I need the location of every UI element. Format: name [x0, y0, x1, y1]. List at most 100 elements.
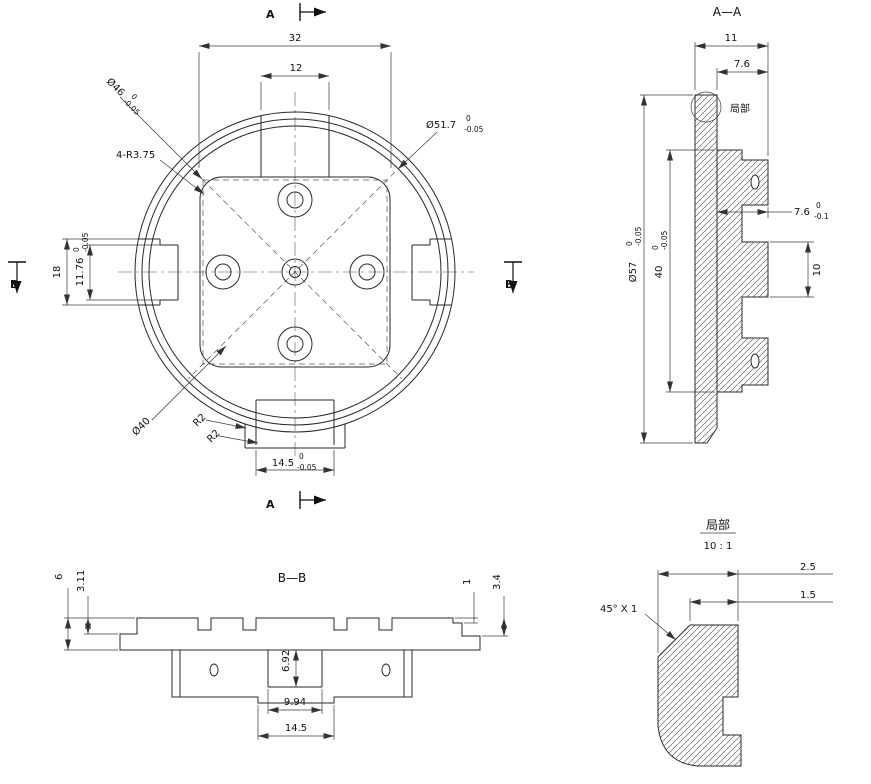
section-marker-b-right: B	[504, 261, 522, 293]
dim-18-text: 18	[52, 266, 63, 279]
dim-12-label: 12	[290, 63, 303, 74]
dim-1176-tol-upper: 0	[72, 247, 81, 252]
leader-line	[159, 159, 205, 195]
dim-76-right-label: 7.6 0 -0.1	[794, 201, 829, 221]
inner-ring-circle	[148, 125, 442, 419]
bolt-hole-outer	[349, 254, 385, 290]
dim-18-label: 18	[52, 266, 63, 279]
dia-46-label: Ø46 0 -0.05	[104, 76, 142, 117]
diagonal-line-2	[187, 164, 403, 380]
section-aa-view: A—A 局部 11 7.6 Ø57 0 -0.05 40 0	[625, 5, 829, 444]
section-bb-view: B—B 6 3.11 1	[54, 570, 508, 740]
dia-57-tol-lower: -0.05	[634, 226, 643, 246]
detail-scale: 10 : 1	[704, 541, 733, 552]
r2-b-text: R2	[205, 428, 222, 445]
dia-46-tol-upper: 0	[129, 92, 139, 102]
dim-145-tol-upper: 0	[299, 452, 304, 461]
dim-311-label: 3.11	[76, 570, 87, 592]
leader-line	[397, 131, 438, 170]
section-aa-profile	[694, 94, 769, 444]
center-hole-outer	[281, 258, 309, 286]
dim-1176-nominal: 11.76	[75, 258, 86, 287]
dim-40-nominal: 40	[654, 266, 665, 279]
bolt-hole-inner	[286, 335, 304, 353]
section-hole	[381, 663, 391, 677]
dia-57-label: Ø57 0 -0.05	[625, 226, 643, 282]
dim-1-text: 1	[462, 579, 473, 585]
dim-145-tol-lower: -0.05	[297, 463, 317, 472]
leader-line	[218, 435, 259, 445]
dim-32-label: 32	[289, 33, 302, 44]
section-hole	[750, 353, 760, 369]
detail-callout-label: 局部	[730, 102, 750, 115]
dia-51-7-label: Ø51.7 0 -0.05	[426, 114, 484, 134]
dim-10-text: 10	[812, 264, 823, 277]
dia-51-7-tol-upper: 0	[466, 114, 471, 123]
leader-line	[119, 96, 203, 180]
section-bb-title: B—B	[278, 571, 306, 585]
dim-1176-tol-lower: -0.05	[81, 232, 90, 252]
leader-line	[151, 345, 227, 421]
dim-311-text: 3.11	[76, 570, 87, 592]
bolt-hole-outer	[277, 326, 313, 362]
bolt-hole-outer	[277, 182, 313, 218]
section-marker-b-left: B	[8, 261, 26, 293]
dim-40-label: 40 0 -0.05	[651, 230, 669, 278]
section-bb-profile	[119, 617, 481, 704]
dia-40-label: Ø40	[130, 415, 153, 438]
section-hole	[209, 663, 219, 677]
dia-51-7-nominal: Ø51.7	[426, 119, 456, 131]
section-hole	[750, 174, 760, 190]
dim-40-tol-upper: 0	[651, 245, 660, 250]
dia-40-text: Ø40	[130, 415, 153, 438]
marker-a-bottom-text: A	[266, 498, 275, 511]
detail-view: 局部 10 : 1 2.5 1.5 45° X 1	[600, 517, 833, 767]
dim-994-label: 9.94	[284, 697, 306, 708]
dim-40-tol-lower: -0.05	[660, 230, 669, 250]
dim-34-label: 3.4	[492, 574, 503, 590]
dim-76-right-nominal: 7.6	[794, 207, 810, 218]
dim-692-text: 6.92	[281, 650, 292, 672]
dia-46-tol-lower: -0.05	[122, 97, 142, 117]
detail-title: 局部	[706, 517, 730, 532]
section-aa-title: A—A	[713, 5, 742, 19]
bolt-hole-inner	[214, 263, 232, 281]
dim-76-top-label: 7.6	[734, 59, 750, 70]
r2-label-b: R2	[205, 428, 222, 445]
detail-profile	[657, 624, 742, 767]
section-marker-a-bottom: A	[266, 491, 326, 511]
marker-b-right-text: B	[505, 278, 513, 291]
dim-1176-label: 11.76 0 -0.05	[72, 232, 90, 286]
dim-6-text: 6	[54, 574, 65, 580]
dim-145-label: 14.5 0 -0.05	[272, 452, 317, 472]
leader-line	[205, 419, 247, 429]
dia-57-nominal: Ø57	[627, 262, 639, 283]
dim-692-label: 6.92	[281, 650, 292, 672]
detail-callout-circle	[690, 91, 722, 123]
bolt-hole-inner	[358, 263, 376, 281]
dim-10-label: 10	[812, 264, 823, 277]
dim-15-label: 1.5	[800, 590, 816, 601]
dim-76-right-tol-lower: -0.1	[814, 212, 829, 221]
bolt-hole-inner	[286, 191, 304, 209]
bolt-hole-outer	[205, 254, 241, 290]
phantom-square	[202, 179, 388, 365]
note-r375-label: 4-R3.75	[116, 150, 155, 161]
chamfer-note-label: 45° X 1	[600, 604, 637, 615]
leader-line	[644, 613, 677, 641]
dim-34-text: 3.4	[492, 574, 503, 590]
middle-circle	[141, 118, 449, 426]
r2-a-text: R2	[191, 412, 208, 429]
dia-51-7-tol-lower: -0.05	[464, 125, 484, 134]
dim-11-label: 11	[725, 33, 738, 44]
dia-46-nominal: Ø46	[104, 76, 127, 99]
marker-a-top-text: A	[266, 8, 275, 21]
front-view: 32 12 Ø46 0 -0.05 Ø51.7 0 -0.05 4-R3.75 …	[8, 3, 522, 511]
center-hole-inner	[289, 266, 301, 278]
outer-circle	[134, 111, 456, 433]
dim-145-nominal: 14.5	[272, 458, 294, 469]
dim-76-right-tol-upper: 0	[816, 201, 821, 210]
dim-6-label: 6	[54, 574, 65, 580]
